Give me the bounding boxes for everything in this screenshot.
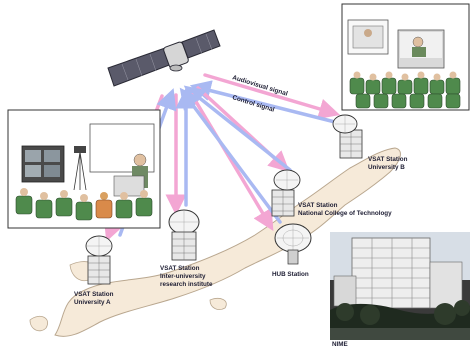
- hub-station-label: HUB Station: [272, 271, 309, 278]
- classroom-illustration-university-b: [342, 4, 469, 110]
- station-university-a-line2: University A: [74, 299, 111, 306]
- vsat-station-university-a: [86, 236, 112, 284]
- station-national-college-line1: VSAT Station: [298, 202, 338, 209]
- nime-caption: NIME: [332, 341, 348, 348]
- vsat-station-inter-university: [169, 210, 199, 260]
- station-university-a-line1: VSAT Station: [74, 291, 114, 298]
- station-university-b-line1: VSAT Station: [368, 156, 408, 163]
- satellite-icon: [108, 30, 220, 86]
- station-inter-university-line2: Inter-university: [160, 273, 206, 280]
- station-national-college-line2: National College of Technology: [298, 210, 392, 217]
- classroom-illustration-university-a: [8, 110, 160, 228]
- station-university-b-line2: University B: [368, 164, 405, 171]
- vsat-station-university-b: [333, 115, 362, 158]
- control-beam-hub: [186, 96, 280, 222]
- hub-station: [275, 224, 311, 264]
- audiovisual-beam-hub: [192, 95, 268, 222]
- station-inter-university-line3: research institute: [160, 281, 213, 288]
- station-inter-university-line1: VSAT Station: [160, 265, 200, 272]
- nime-building-photo: [330, 232, 470, 340]
